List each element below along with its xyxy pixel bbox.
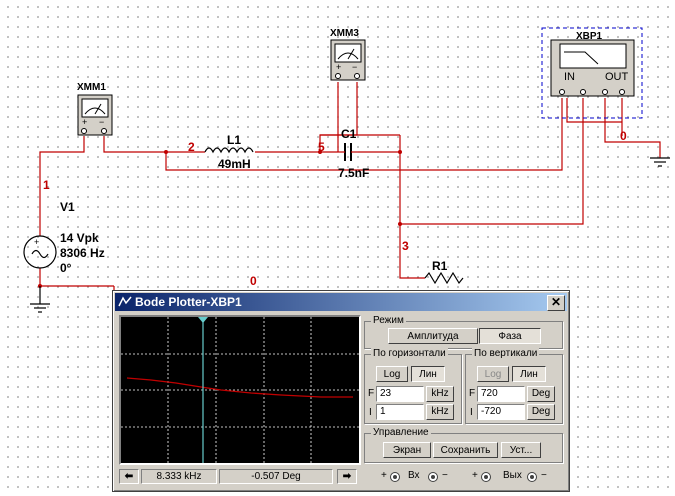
r1-name: R1 xyxy=(432,259,448,273)
out-plus-terminal[interactable] xyxy=(481,472,491,482)
vertical-i-label: I xyxy=(470,407,473,418)
vertical-f-label: F xyxy=(469,388,476,399)
vertical-initial-input[interactable]: -720 xyxy=(477,404,525,420)
xbp1-bode-instrument[interactable] xyxy=(541,27,643,119)
out-label: Вых xyxy=(503,470,522,481)
cursor-left-button[interactable]: ⬅ xyxy=(119,469,139,484)
control-group: Управление xyxy=(364,427,563,463)
v1-phase: 0° xyxy=(60,261,72,275)
phase-button[interactable]: Фаза xyxy=(479,328,541,344)
bode-window-title: Bode Plotter-XBP1 xyxy=(135,295,242,309)
vertical-initial-unit[interactable]: Deg xyxy=(527,404,555,420)
node-label-2: 2 xyxy=(188,140,195,154)
xmm3-label: XMM3 xyxy=(330,28,359,39)
phase-trace xyxy=(126,377,353,398)
xmm1-label: XMM1 xyxy=(77,82,106,93)
out-minus-label: − xyxy=(541,470,547,481)
resistor-symbol[interactable] xyxy=(424,271,464,285)
node-label-0-right: 0 xyxy=(620,129,627,143)
xmm3-plus-label: + xyxy=(336,62,342,72)
xmm1-multimeter[interactable] xyxy=(77,94,113,136)
horizontal-group-caption: По горизонтали xyxy=(371,348,448,359)
ground-symbol-left xyxy=(30,286,50,313)
svg-text:+: + xyxy=(34,237,39,247)
xbp1-out-label: OUT xyxy=(605,71,629,83)
cursor-handle-icon[interactable] xyxy=(198,317,208,323)
l1-name: L1 xyxy=(227,133,242,147)
horizontal-log-button[interactable]: Log xyxy=(376,366,408,382)
in-plus-label: + xyxy=(381,470,387,481)
horizontal-initial-unit[interactable]: kHz xyxy=(426,404,454,420)
control-group-caption: Управление xyxy=(371,427,431,438)
in-label: Вх xyxy=(408,470,420,481)
node-label-5: 5 xyxy=(318,140,325,154)
capacitor-symbol[interactable] xyxy=(344,143,352,161)
out-minus-terminal[interactable] xyxy=(527,472,537,482)
inductor-symbol[interactable] xyxy=(204,147,254,154)
close-button[interactable]: ✕ xyxy=(547,295,565,311)
xmm1-plus-label: + xyxy=(82,117,88,127)
xmm3-minus-label: − xyxy=(352,62,358,72)
mode-group: Режим xyxy=(364,315,563,349)
node-label-3: 3 xyxy=(402,239,409,253)
xmm1-minus-label: − xyxy=(99,117,105,127)
bode-plot-screen[interactable] xyxy=(119,315,361,465)
cursor-frequency-readout: 8.333 kHz xyxy=(141,469,217,484)
horizontal-group: По горизонтали xyxy=(364,348,462,424)
bode-plotter-window[interactable]: Bode Plotter-XBP1 ✕ Режим Амплитуда Фаза… xyxy=(112,290,570,492)
ac-source-symbol[interactable] xyxy=(23,235,57,269)
node-dots xyxy=(38,150,402,288)
circuit-wires xyxy=(39,82,661,300)
settings-button[interactable]: Уст... xyxy=(501,442,541,458)
node-label-0-bottom: 0 xyxy=(250,274,257,288)
vertical-group-caption: По вертикали xyxy=(472,348,540,359)
bode-app-icon xyxy=(118,296,132,307)
horizontal-lin-button[interactable]: Лин xyxy=(411,366,445,382)
vertical-final-unit[interactable]: Deg xyxy=(527,386,555,402)
horizontal-initial-input[interactable]: 1 xyxy=(376,404,424,420)
bode-titlebar[interactable]: Bode Plotter-XBP1 ✕ xyxy=(115,293,567,311)
v1-amplitude: 14 Vpk xyxy=(60,231,99,245)
in-plus-terminal[interactable] xyxy=(390,472,400,482)
vertical-lin-button[interactable]: Лин xyxy=(512,366,546,382)
v1-frequency: 8306 Hz xyxy=(60,246,105,260)
xbp1-label: XBP1 xyxy=(576,31,603,42)
vertical-log-button[interactable]: Log xyxy=(477,366,509,382)
c1-value: 7.5nF xyxy=(338,166,370,180)
amplitude-button[interactable]: Амплитуда xyxy=(388,328,478,344)
in-minus-terminal[interactable] xyxy=(428,472,438,482)
horizontal-final-unit[interactable]: kHz xyxy=(426,386,454,402)
vertical-final-input[interactable]: 720 xyxy=(477,386,525,402)
out-plus-label: + xyxy=(472,470,478,481)
horizontal-i-label: I xyxy=(369,407,372,418)
horizontal-f-label: F xyxy=(368,388,375,399)
horizontal-final-input[interactable]: 23 xyxy=(376,386,424,402)
v1-name: V1 xyxy=(60,200,75,214)
cursor-right-button[interactable]: ➡ xyxy=(337,469,357,484)
bode-plot-graph xyxy=(121,317,359,463)
l1-value: 49mH xyxy=(218,157,251,171)
c1-name: C1 xyxy=(341,127,357,141)
save-button[interactable]: Сохранить xyxy=(433,442,498,458)
in-minus-label: − xyxy=(442,470,448,481)
vertical-group: По вертикали xyxy=(465,348,563,424)
xmm3-multimeter[interactable] xyxy=(330,39,366,81)
plot-grid xyxy=(121,317,359,463)
mode-group-caption: Режим xyxy=(371,315,406,326)
xbp1-in-label: IN xyxy=(564,71,575,83)
node-label-1: 1 xyxy=(43,178,50,192)
ground-symbol-right xyxy=(650,157,670,167)
cursor-phase-readout: -0.507 Deg xyxy=(219,469,333,484)
screen-button[interactable]: Экран xyxy=(383,442,431,458)
